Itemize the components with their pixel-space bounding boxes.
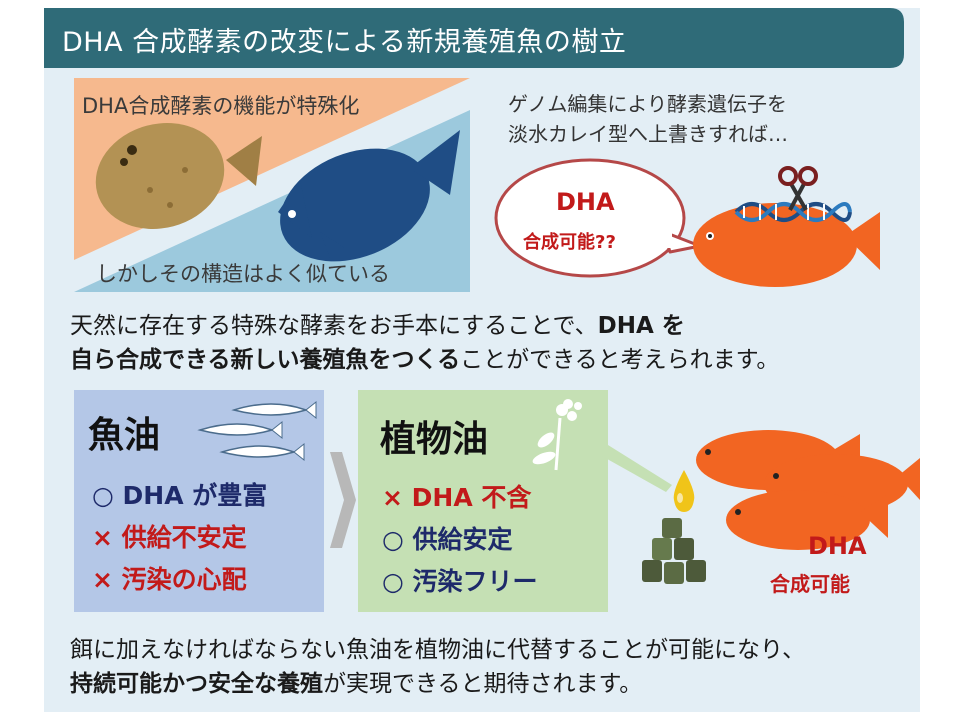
speech-bubble-icon xyxy=(494,158,702,278)
feed-pellets-icon xyxy=(642,518,706,584)
dna-icon xyxy=(734,202,852,222)
bottom-text-line2: 持続可能かつ安全な養殖が実現できると期待されます。 xyxy=(70,664,642,698)
fish-oil-item: × 汚染の心配 xyxy=(92,565,247,594)
fish-oil-item: ○ DHA が豊富 xyxy=(92,481,268,510)
scissors-icon xyxy=(778,166,818,211)
middle-text-bold: 自ら合成できる新しい養殖魚をつくる xyxy=(70,347,461,373)
specialized-label: DHA合成酵素の機能が特殊化 xyxy=(82,94,360,118)
middle-text-normal: ことができると考えられます。 xyxy=(460,347,780,373)
oil-drop-icon xyxy=(673,470,695,512)
fish-oil-title: 魚油 xyxy=(88,415,161,456)
bottom-text-bold: 持続可能かつ安全な養殖 xyxy=(70,671,323,697)
genome-edit-line1: ゲノム編集により酵素遺伝子を xyxy=(508,92,787,116)
title-bar xyxy=(44,8,904,68)
middle-text-bold: DHA を xyxy=(597,313,685,339)
plant-oil-item: ○ 供給安定 xyxy=(382,525,513,554)
middle-text-normal: 天然に存在する特殊な酵素をお手本にすることで、 xyxy=(70,313,598,339)
bottom-text-normal: が実現できると期待されます。 xyxy=(323,671,643,697)
flatfish-icon xyxy=(95,123,262,229)
sardine-icon xyxy=(197,400,317,462)
bubble-dha-label: DHA xyxy=(556,188,615,216)
edited-flatfish-icon xyxy=(693,203,880,287)
arrow-right-icon xyxy=(330,452,356,548)
result-fish-icon xyxy=(726,490,888,550)
middle-text-line2: 自ら合成できる新しい養殖魚をつくることができると考えられます。 xyxy=(70,340,779,374)
marine-fish-icon xyxy=(278,130,460,262)
middle-text-line1: 天然に存在する特殊な酵素をお手本にすることで、DHA を xyxy=(70,306,685,340)
page-title: DHA 合成酵素の改変による新規養殖魚の樹立 xyxy=(62,27,627,58)
plant-icon xyxy=(532,399,582,471)
callout-wedge xyxy=(600,445,672,492)
plant-oil-item: ○ 汚染フリー xyxy=(382,567,538,596)
result-synthesis-label: 合成可能 xyxy=(770,572,850,596)
bottom-text-line1: 餌に加えなければならない魚油を植物油に代替することが可能になり、 xyxy=(70,637,806,663)
fish-oil-item: × 供給不安定 xyxy=(92,523,247,552)
genome-edit-line2: 淡水カレイ型へ上書きすれば… xyxy=(508,122,788,146)
bubble-question-label: 合成可能?? xyxy=(523,232,616,253)
plant-oil-title: 植物油 xyxy=(380,419,489,460)
result-dha-label: DHA xyxy=(808,532,867,560)
plant-oil-item: × DHA 不含 xyxy=(382,483,532,512)
structure-label: しかしその構造はよく似ている xyxy=(96,262,390,286)
result-fish-group xyxy=(696,430,920,550)
plant-oil-box xyxy=(358,390,608,612)
